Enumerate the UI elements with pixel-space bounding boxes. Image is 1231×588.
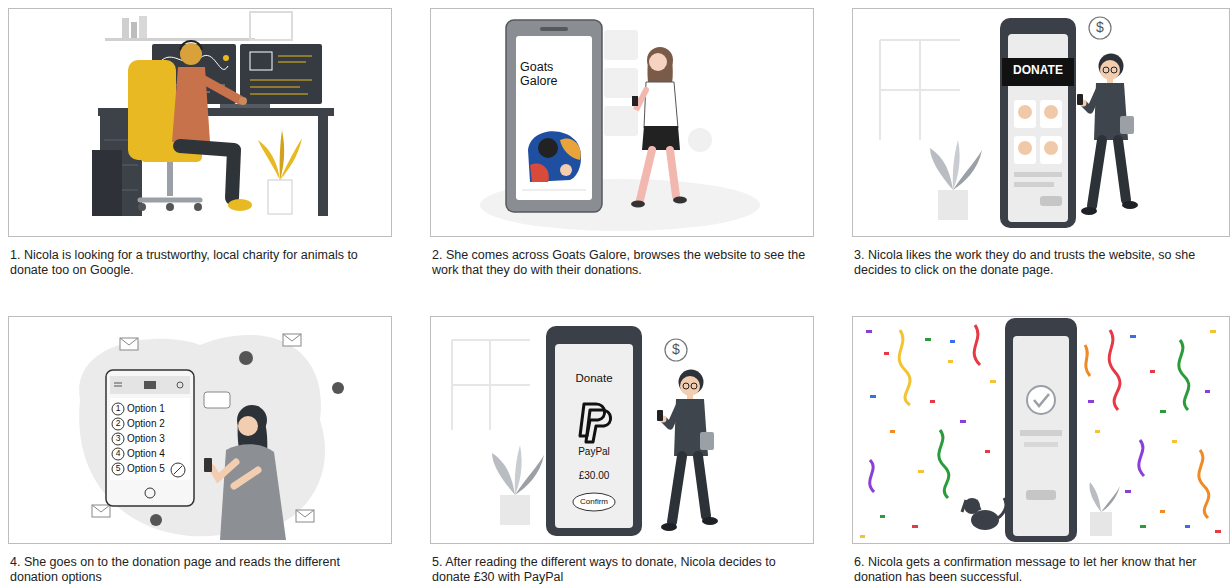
browsing-scene <box>480 20 760 231</box>
option-label: Option 2 <box>127 418 185 430</box>
panel-caption: 4. She goes on to the donation page and … <box>10 555 390 585</box>
panel-caption: 1. Nicola is looking for a trustworthy, … <box>10 248 390 278</box>
donate-banner-text: DONATE <box>1004 64 1072 78</box>
paypal-scene <box>452 326 718 536</box>
story-panel: 2. She comes across Goats Galore, browse… <box>430 8 814 237</box>
option-number: 1 <box>114 404 122 414</box>
option-number: 2 <box>114 419 122 429</box>
currency-bubble-text: $ <box>669 341 683 357</box>
options-scene <box>79 334 344 540</box>
story-panel: 1. Nicola is looking for a trustworthy, … <box>8 8 392 237</box>
confirmation-scene <box>860 318 1221 542</box>
story-panel: 3. Nicola likes the work they do and tru… <box>852 8 1230 237</box>
charity-name: Goats Galore <box>520 60 572 89</box>
panel-caption: 6. Nicola gets a confirmation message to… <box>854 555 1228 585</box>
screen-heading: Donate <box>556 372 632 385</box>
story-panel: 6. Nicola gets a confirmation message to… <box>852 316 1230 544</box>
currency-bubble-text: $ <box>1093 19 1107 35</box>
option-label: Option 1 <box>127 403 185 415</box>
panel-caption: 5. After reading the different ways to d… <box>432 555 812 585</box>
option-label: Option 4 <box>127 448 185 460</box>
donate-click-scene <box>880 17 1138 228</box>
story-panel: 5. After reading the different ways to d… <box>430 316 814 544</box>
option-number: 4 <box>114 449 122 459</box>
desk-scene <box>92 12 334 216</box>
option-label: Option 3 <box>127 433 185 445</box>
payment-method: PayPal <box>556 446 632 458</box>
donation-amount: £30.00 <box>556 470 632 482</box>
option-number: 5 <box>114 464 122 474</box>
confirm-button-text: Confirm <box>574 497 614 506</box>
story-panel: 4. She goes on to the donation page and … <box>8 316 392 544</box>
option-number: 3 <box>114 434 122 444</box>
panel-caption: 3. Nicola likes the work they do and tru… <box>854 248 1228 278</box>
option-label: Option 5 <box>127 463 185 475</box>
panel-caption: 2. She comes across Goats Galore, browse… <box>432 248 812 278</box>
